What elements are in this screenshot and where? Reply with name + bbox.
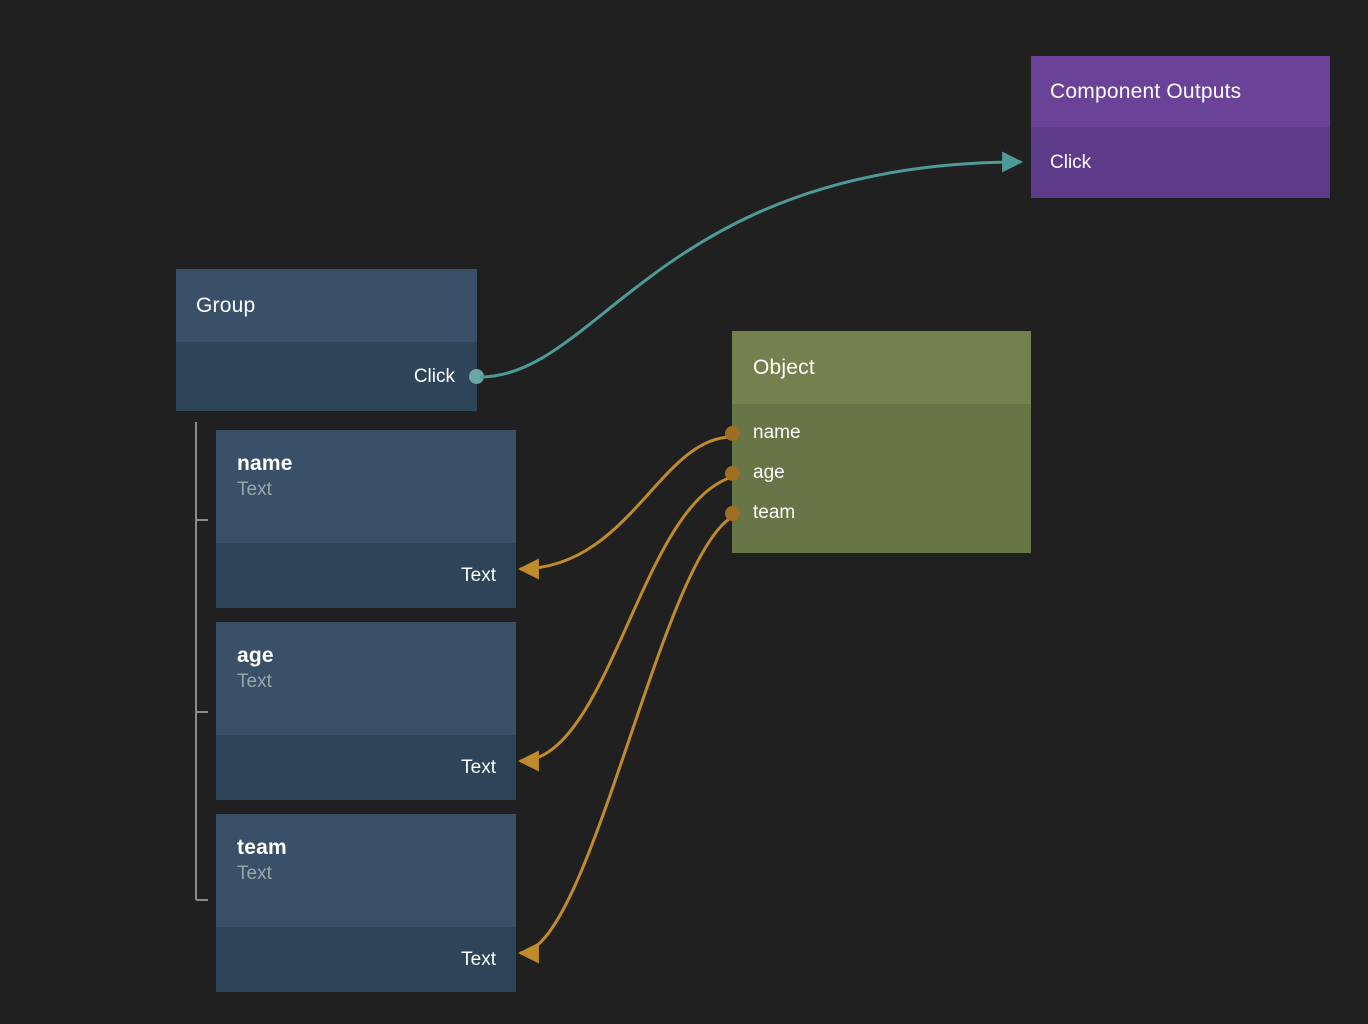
node-variable-age-output-row[interactable]: Text	[461, 735, 516, 800]
object-input-row-age[interactable]: age	[725, 453, 1031, 493]
node-group-title: Group	[196, 293, 256, 317]
node-variable-name-output-label: Text	[461, 564, 496, 586]
group-output-row-click[interactable]: Click	[414, 342, 484, 411]
object-input-label-age: age	[753, 462, 785, 483]
edge-object-age-to-age-text	[517, 475, 733, 772]
node-component-outputs-header[interactable]: Component Outputs	[1031, 56, 1330, 127]
node-group[interactable]: Group Click	[176, 269, 484, 411]
node-object-header[interactable]: Object	[732, 331, 1031, 404]
teal-port-dot[interactable]	[469, 369, 484, 384]
node-component-outputs-title: Component Outputs	[1050, 79, 1242, 103]
node-variable-age-subtitle: Text	[237, 671, 272, 693]
object-input-label-name: name	[753, 422, 801, 443]
node-object-body: name age team	[725, 404, 1031, 553]
group-output-label-click: Click	[413, 365, 455, 387]
edge-object-name-to-name-text	[517, 435, 733, 580]
node-group-header[interactable]: Group	[176, 269, 477, 342]
node-variable-age-body: Text	[216, 735, 516, 800]
object-input-row-team[interactable]: team	[725, 493, 1031, 533]
orange-port-dot[interactable]	[725, 425, 740, 441]
node-variable-name-output-row[interactable]: Text	[461, 543, 516, 608]
node-variable-team-header[interactable]: team Text	[216, 814, 516, 927]
node-variable-team-title: team	[237, 836, 287, 859]
edge-object-team-to-team-text	[517, 515, 733, 964]
node-variable-name-subtitle: Text	[237, 479, 272, 501]
node-variable-team[interactable]: team Text Text	[216, 814, 516, 992]
node-object-title: Object	[753, 355, 815, 379]
node-variable-name-title: name	[237, 452, 293, 475]
node-component-outputs-body[interactable]: Click	[1031, 127, 1330, 198]
node-variable-team-output-label: Text	[461, 948, 496, 970]
node-variable-name-body: Text	[216, 543, 516, 608]
node-variable-name[interactable]: name Text Text	[216, 430, 516, 608]
node-variable-age-output-label: Text	[461, 756, 496, 778]
node-component-outputs[interactable]: Component Outputs Click	[1031, 56, 1330, 198]
node-variable-age[interactable]: age Text Text	[216, 622, 516, 800]
node-object[interactable]: Object name age team	[725, 331, 1031, 553]
node-variable-team-output-row[interactable]: Text	[461, 927, 516, 992]
orange-port-dot[interactable]	[725, 465, 740, 481]
node-variable-team-subtitle: Text	[237, 863, 272, 885]
object-input-label-team: team	[753, 502, 796, 523]
node-variable-age-header[interactable]: age Text	[216, 622, 516, 735]
orange-port-dot[interactable]	[725, 505, 740, 521]
component-outputs-label-click: Click	[1050, 151, 1092, 173]
node-variable-team-body: Text	[216, 927, 516, 992]
node-group-body: Click	[176, 342, 484, 411]
node-variable-name-header[interactable]: name Text	[216, 430, 516, 543]
node-variable-age-title: age	[237, 644, 274, 667]
object-input-row-name[interactable]: name	[725, 413, 1031, 453]
